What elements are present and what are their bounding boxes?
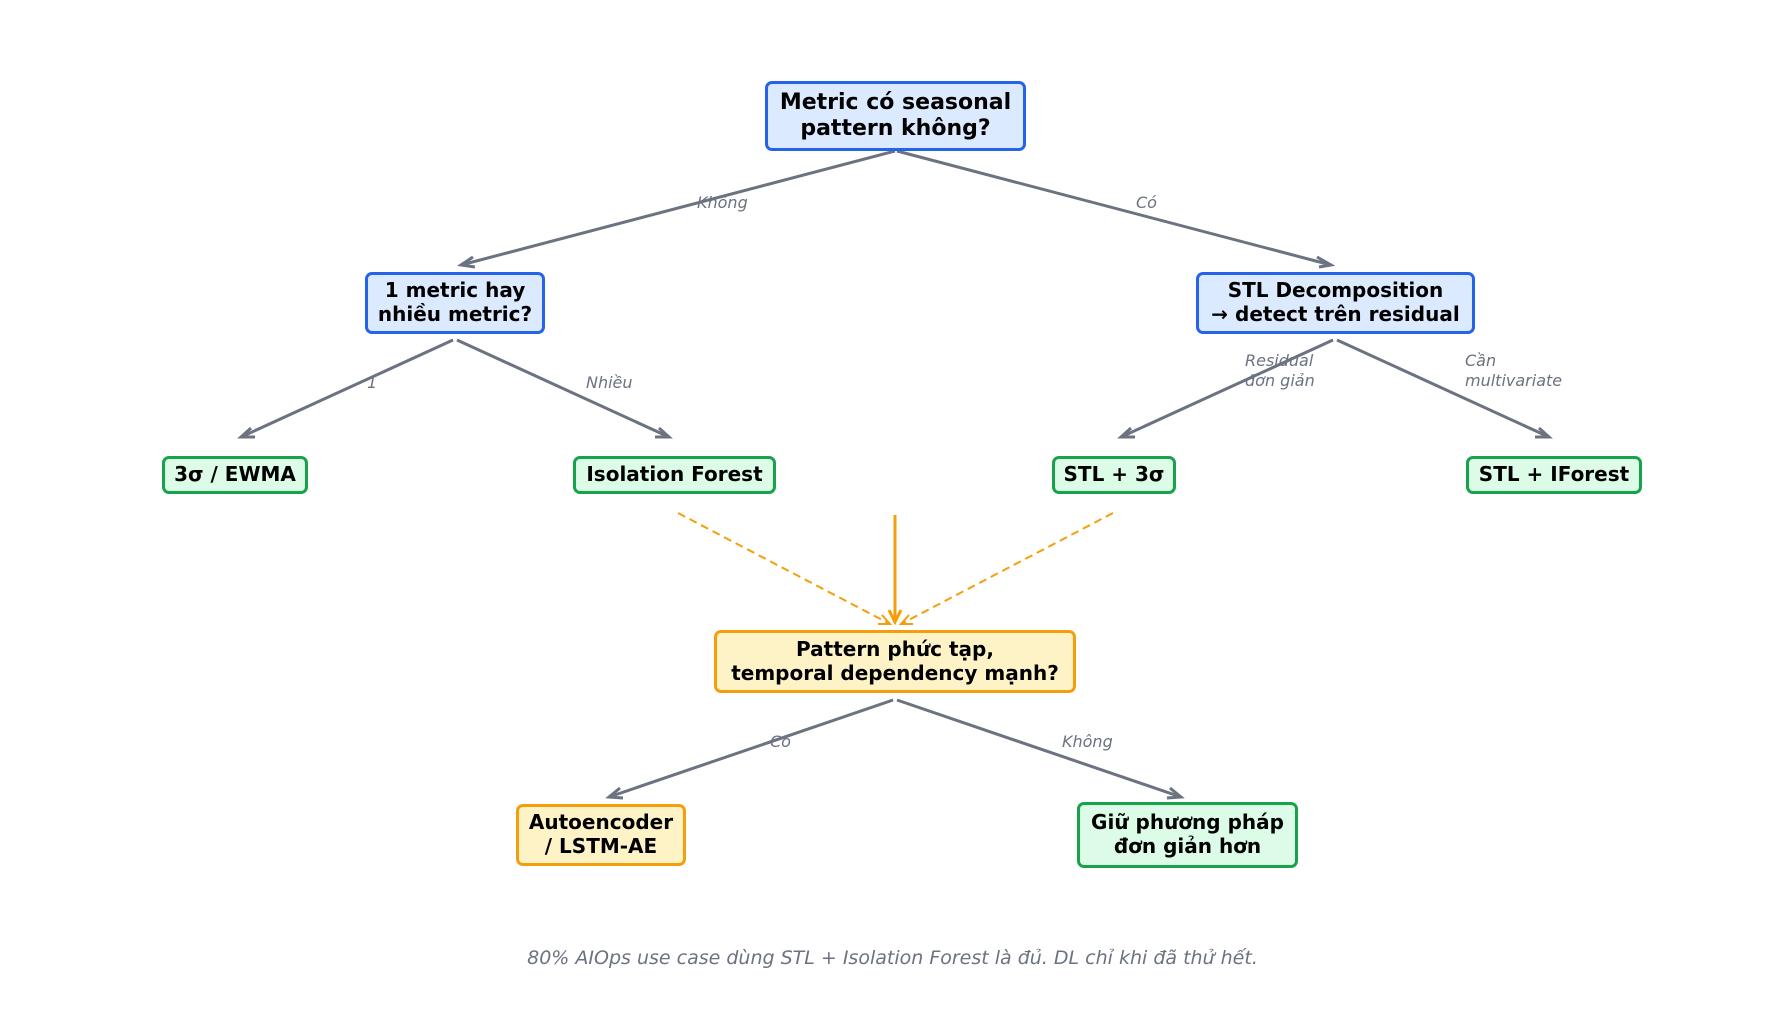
node-sigma-ewma: 3σ / EWMA: [162, 456, 308, 494]
edge-residual-simple: [1120, 338, 1334, 439]
edge-many: [456, 338, 670, 439]
node-root-question: Metric có seasonal pattern không?: [765, 81, 1026, 151]
edge-complex-yes: [608, 698, 894, 799]
footer-note: 80% AIOps use case dùng STL + Isolation …: [527, 947, 1258, 969]
arrowhead: [655, 426, 673, 439]
arrowhead: [456, 255, 476, 269]
edge-label-root-yes: Có: [1136, 193, 1157, 212]
node-autoencoder: Autoencoder / LSTM-AE: [516, 804, 686, 866]
node-stl-3sigma: STL + 3σ: [1052, 456, 1176, 494]
arrowhead: [1535, 426, 1553, 439]
arrowhead: [1117, 426, 1135, 439]
edge-label-residual-simple: Residual đơn giản: [1245, 351, 1315, 390]
edge-stl3sigma-to-complex: [900, 512, 1114, 625]
edge-iforest-to-complex: [677, 512, 891, 625]
arrowhead: [1166, 786, 1185, 800]
node-isolation-forest: Isolation Forest: [573, 456, 776, 494]
node-stl-iforest: STL + IForest: [1466, 456, 1642, 494]
arrowhead: [878, 614, 893, 625]
edge-need-multivariate: [1336, 338, 1550, 439]
node-complex-pattern-question: Pattern phức tạp, temporal dependency mạ…: [714, 630, 1076, 693]
edge-complex-no: [896, 698, 1182, 799]
edge-root-no: [460, 149, 896, 267]
edge-root-yes: [896, 149, 1332, 267]
edge-label-complex-no: Không: [1062, 732, 1113, 751]
node-keep-simple: Giữ phương pháp đơn giản hơn: [1077, 802, 1298, 868]
arrowhead: [1316, 255, 1336, 269]
edge-one: [240, 338, 454, 439]
edge-label-need-multivariate: Cần multivariate: [1465, 351, 1563, 390]
edge-label-root-no: Không: [697, 193, 748, 212]
arrowhead: [898, 614, 913, 625]
arrowhead: [605, 786, 624, 800]
arrowhead: [237, 426, 255, 439]
edge-label-one: 1: [367, 373, 378, 392]
node-single-multi-question: 1 metric hay nhiều metric?: [365, 272, 545, 334]
arrowhead: [887, 609, 903, 626]
node-stl-decomposition: STL Decomposition → detect trên residual: [1196, 272, 1475, 334]
edge-label-complex-yes: Có: [770, 732, 791, 751]
edge-label-many: Nhiều: [586, 373, 633, 392]
